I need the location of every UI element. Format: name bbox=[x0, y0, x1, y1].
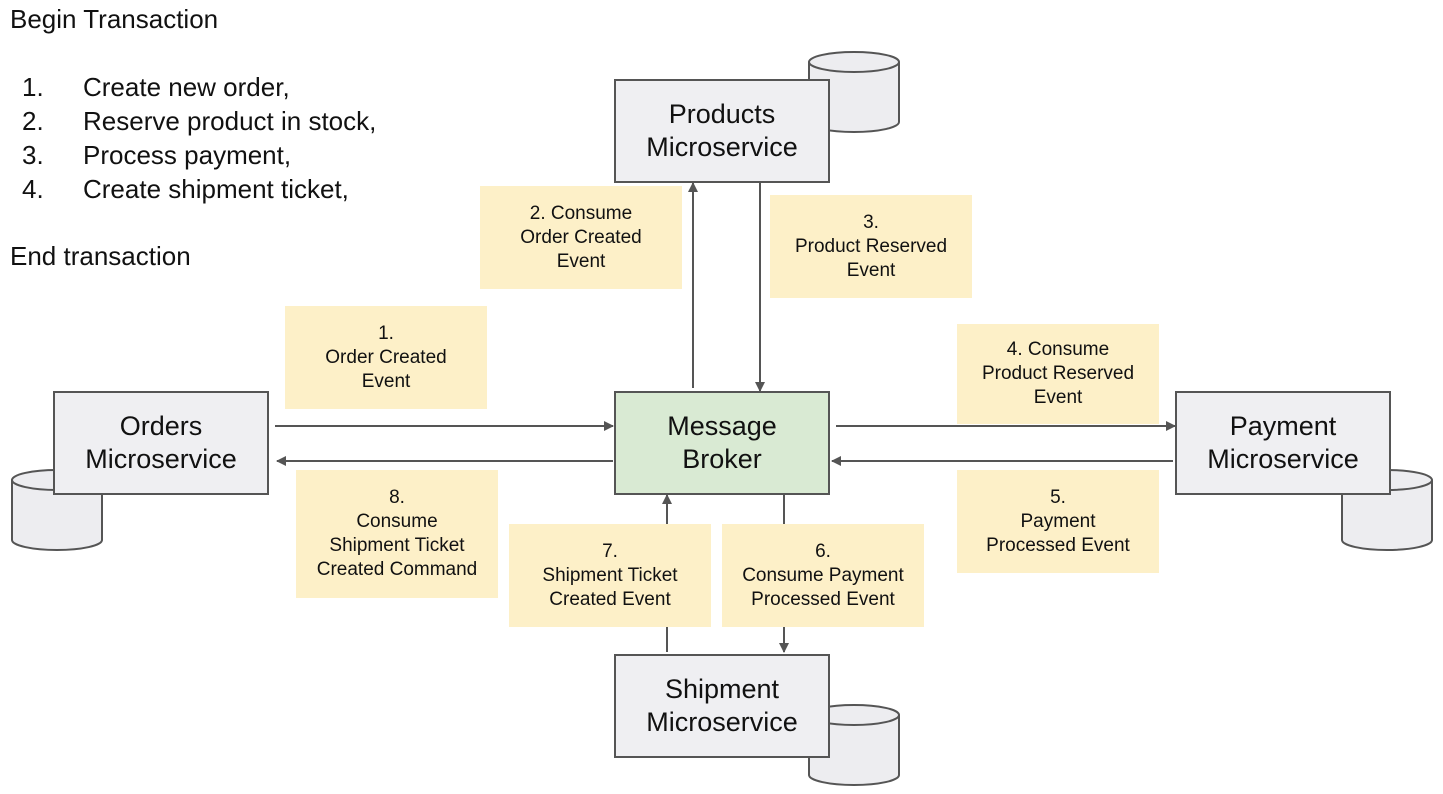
payment-microservice-label-line2: Microservice bbox=[1207, 444, 1359, 474]
note-line: Consume bbox=[356, 511, 438, 532]
payment-database-icon bbox=[1341, 469, 1433, 551]
step-item: 4. Create shipment ticket, bbox=[22, 172, 376, 206]
orders-microservice-label-line1: Orders bbox=[119, 411, 203, 441]
payment-microservice-label-line1: Payment bbox=[1229, 411, 1337, 441]
note-line: Order Created bbox=[325, 346, 447, 368]
note-line: 3. bbox=[863, 211, 879, 233]
note-line: 2. Consume bbox=[529, 202, 633, 224]
note-line: 8. bbox=[389, 487, 405, 508]
orders-microservice-label-line2: Microservice bbox=[85, 444, 237, 474]
step-item: 2. Reserve product in stock, bbox=[22, 104, 376, 138]
note-product-reserved-event: 3. Product Reserved Event bbox=[770, 195, 972, 298]
shipment-database-icon bbox=[808, 704, 900, 786]
step-item: 3. Process payment, bbox=[22, 138, 376, 172]
note-line: Product Reserved bbox=[794, 235, 948, 257]
note-consume-shipment-ticket-created-command: 8. Consume Shipment Ticket Created Comma… bbox=[296, 470, 498, 598]
step-text: Create new order, bbox=[83, 72, 290, 102]
note-line: Processed Event bbox=[986, 534, 1130, 556]
note-line: Event bbox=[361, 370, 411, 392]
products-microservice-label-line2: Microservice bbox=[646, 132, 798, 162]
note-line: Consume Payment bbox=[742, 564, 904, 586]
step-text: Create shipment ticket, bbox=[83, 174, 349, 204]
note-line: Created Command bbox=[316, 559, 478, 580]
message-broker-label-line2: Broker bbox=[682, 444, 762, 474]
note-line: Shipment Ticket bbox=[542, 564, 678, 586]
note-line: 4. Consume bbox=[1006, 339, 1110, 360]
transaction-steps-list: 1. Create new order, 2. Reserve product in… bbox=[22, 70, 376, 206]
note-line: Processed Event bbox=[751, 588, 895, 610]
step-number: 1. bbox=[22, 72, 44, 102]
note-line: 5. bbox=[1050, 486, 1066, 508]
note-consume-order-created-event: 2. Consume Order Created Event bbox=[480, 186, 682, 289]
message-broker-label-line1: Message bbox=[667, 411, 777, 441]
step-number: 4. bbox=[22, 174, 44, 204]
note-line: Event bbox=[556, 250, 606, 272]
step-number: 3. bbox=[22, 140, 44, 170]
step-item: 1. Create new order, bbox=[22, 70, 376, 104]
note-line: Event bbox=[1033, 387, 1083, 408]
note-line: 1. bbox=[378, 322, 394, 344]
products-microservice-label-line1: Products bbox=[668, 99, 776, 129]
note-order-created-event: 1. Order Created Event bbox=[285, 306, 487, 409]
note-line: Shipment Ticket bbox=[329, 535, 465, 556]
note-line: Order Created bbox=[520, 226, 642, 248]
begin-transaction-label: Begin Transaction bbox=[10, 4, 219, 34]
note-line: Product Reserved bbox=[981, 363, 1135, 384]
note-shipment-ticket-created-event: 7. Shipment Ticket Created Event bbox=[509, 524, 711, 627]
shipment-microservice-label-line2: Microservice bbox=[646, 707, 798, 737]
step-number: 2. bbox=[22, 106, 44, 136]
products-database-icon bbox=[808, 51, 900, 133]
note-payment-processed-event: 5. Payment Processed Event bbox=[957, 470, 1159, 573]
note-line: 6. bbox=[815, 540, 831, 562]
note-line: Event bbox=[846, 259, 896, 281]
note-consume-payment-processed-event: 6. Consume Payment Processed Event bbox=[722, 524, 924, 627]
note-consume-product-reserved-event: 4. Consume Product Reserved Event bbox=[957, 324, 1159, 424]
shipment-microservice-label-line1: Shipment bbox=[664, 674, 780, 704]
step-text: Reserve product in stock, bbox=[83, 106, 377, 136]
note-line: 7. bbox=[602, 540, 618, 562]
step-text: Process payment, bbox=[83, 140, 292, 170]
end-transaction-label: End transaction bbox=[10, 241, 191, 271]
note-line: Payment bbox=[1020, 510, 1096, 532]
note-line: Created Event bbox=[549, 588, 671, 610]
